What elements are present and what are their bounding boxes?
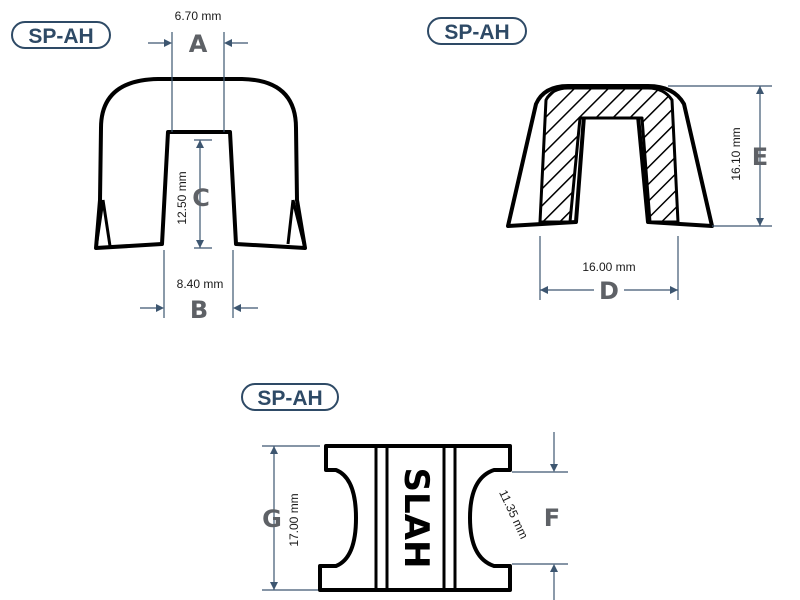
top-view-badge: SP-AH: [241, 383, 339, 411]
dim-b: 8.40 mm B: [140, 250, 258, 324]
section-view-hatch: [538, 86, 680, 224]
dim-g-letter: G: [262, 505, 282, 533]
section-view-badge-text: SP-AH: [444, 21, 509, 44]
dim-e: 16.10 mm E: [668, 85, 772, 227]
dim-e-value: 16.10 mm: [729, 127, 743, 180]
dim-f-letter: F: [544, 504, 560, 532]
brand-mark: SLAH: [396, 468, 436, 569]
dim-f-value: 11.35 mm: [496, 488, 531, 541]
dim-a-letter: A: [189, 30, 208, 58]
section-view: SP-AH 16.10 mm E 16.00 mm D: [427, 17, 772, 305]
top-view-badge-text: SP-AH: [257, 387, 322, 410]
dim-d-value: 16.00 mm: [582, 260, 635, 274]
top-view: SP-AH SLAH 17.00 mm G: [241, 383, 568, 600]
dim-b-value: 8.40 mm: [177, 277, 224, 291]
dim-a-value: 6.70 mm: [175, 9, 222, 23]
dim-g: 17.00 mm G: [262, 445, 320, 591]
dim-c: 12.50 mm C: [175, 139, 212, 249]
dim-a: 6.70 mm A: [148, 9, 248, 132]
dim-g-value: 17.00 mm: [287, 493, 301, 546]
dim-c-value: 12.50 mm: [175, 171, 189, 224]
front-view-outline: [94, 77, 307, 250]
front-view: SP-AH 6.70 mm A 12.50 mm C: [11, 9, 307, 324]
front-view-shoulders: [94, 199, 307, 249]
dim-d: 16.00 mm D: [539, 236, 679, 305]
dim-d-letter: D: [599, 277, 619, 305]
dim-b-letter: B: [190, 296, 208, 324]
top-view-bands: [374, 448, 457, 588]
dim-e-letter: E: [752, 143, 768, 171]
front-view-badge: SP-AH: [11, 21, 111, 49]
front-view-badge-text: SP-AH: [28, 25, 93, 48]
dim-c-letter: C: [192, 184, 210, 212]
top-view-outline: [318, 444, 512, 592]
section-view-badge: SP-AH: [427, 17, 527, 45]
